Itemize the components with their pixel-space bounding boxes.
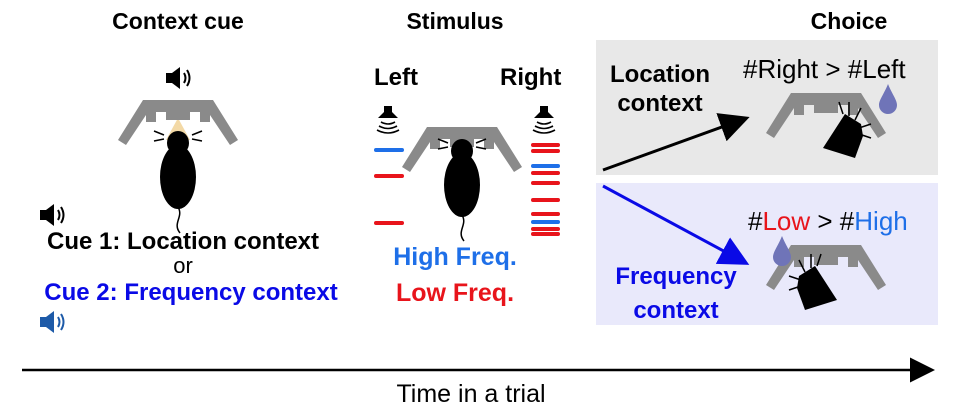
choice-port-right-icon xyxy=(766,93,886,138)
rule-high: High xyxy=(854,206,908,236)
location-line2: context xyxy=(617,90,703,117)
left-speaker-icon xyxy=(376,105,400,134)
right-label: Right xyxy=(500,64,562,91)
high-freq-label: High Freq. xyxy=(393,243,517,271)
location-arrow xyxy=(602,113,750,172)
water-drop-icon xyxy=(879,84,897,114)
left-tone-sequence xyxy=(374,148,404,225)
cue2-label: Cue 2: Frequency context xyxy=(44,279,338,306)
low-freq-label: Low Freq. xyxy=(395,279,515,307)
location-line1: Location xyxy=(610,61,710,88)
frequency-context-panel xyxy=(596,183,938,325)
mouse-icon xyxy=(153,130,203,234)
rule-hash: # xyxy=(748,206,763,236)
frequency-arrow xyxy=(602,184,750,265)
cue2-speaker-icon xyxy=(39,310,65,334)
or-label: or xyxy=(173,253,193,278)
timeline-label: Time in a trial xyxy=(396,380,546,408)
rule-left: #Left xyxy=(847,54,906,84)
rule-op2: > # xyxy=(810,206,855,236)
speaker-icon xyxy=(165,66,191,90)
rule-op: > xyxy=(818,54,848,84)
frequency-line2: context xyxy=(633,297,719,324)
frequency-rule: #Low > #High xyxy=(748,206,908,237)
frequency-context-label: Frequency context xyxy=(615,260,736,328)
water-drop-left-icon xyxy=(773,236,791,266)
rule-right: #Right xyxy=(743,54,819,84)
location-context-label: Location context xyxy=(610,60,710,118)
context-cue-header: Context cue xyxy=(112,8,244,34)
location-rule: #Right > #Left xyxy=(743,54,906,85)
right-tone-sequence xyxy=(531,143,560,236)
stimulus-mouse-icon xyxy=(437,138,487,242)
rule-low: Low xyxy=(762,206,811,236)
cue1-label: Cue 1: Location context xyxy=(46,228,320,255)
frequency-line1: Frequency xyxy=(615,263,737,290)
cue1-speaker-icon xyxy=(39,203,65,227)
left-label: Left xyxy=(374,64,418,91)
choice-header: Choice xyxy=(810,8,888,34)
stimulus-header: Stimulus xyxy=(406,8,504,34)
right-speaker-icon xyxy=(532,105,556,134)
